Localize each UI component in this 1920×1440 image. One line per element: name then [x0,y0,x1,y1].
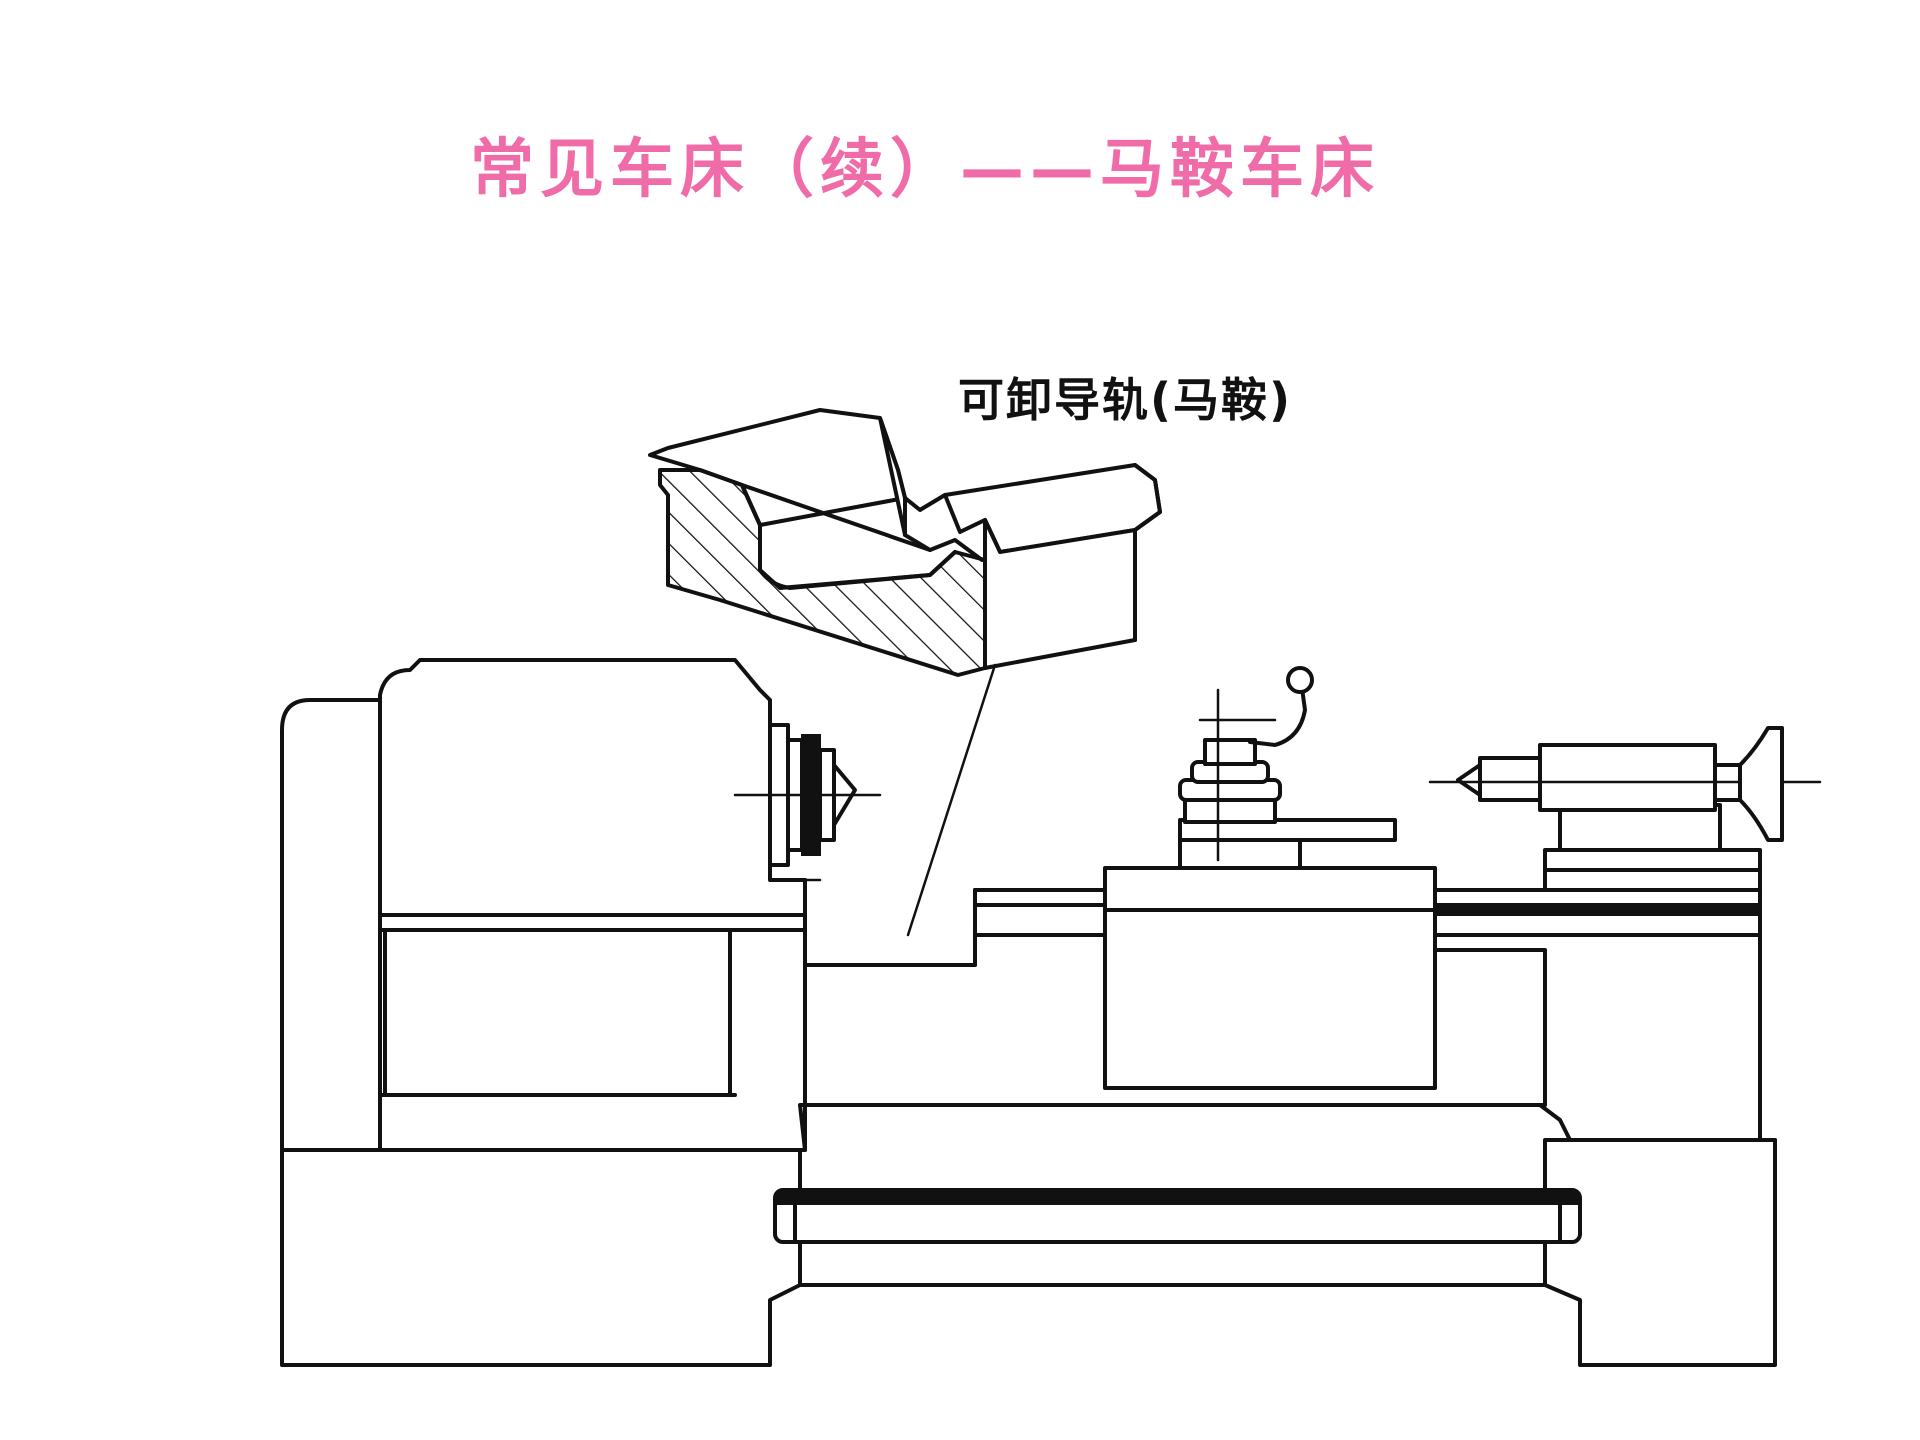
removable-saddle-rail [648,408,1162,677]
headstock [280,658,882,1152]
removable-rail-label: 可卸导轨(马鞍) [958,373,1293,427]
lathe-bed [280,1103,1777,1367]
tailstock [1428,726,1822,892]
carriage [1103,666,1437,1090]
slide-title: 常见车床（续）——马鞍车床 [470,133,1380,207]
callout-leader-line [906,663,997,937]
